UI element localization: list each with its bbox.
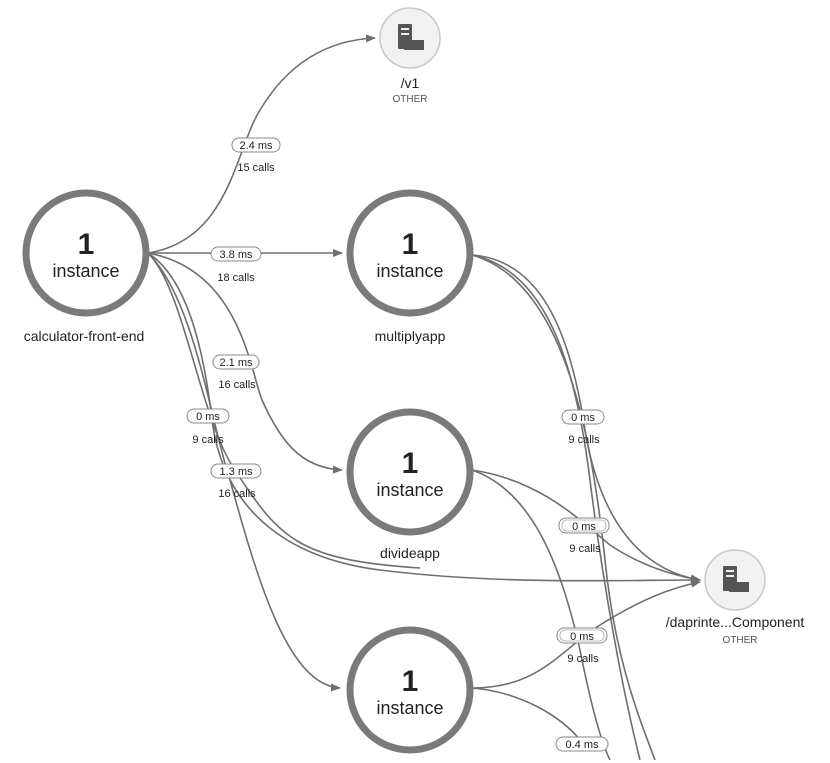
edge-frontend-v1[interactable] [147, 34, 376, 254]
node-divideapp[interactable]: 1 instance divideapp [346, 408, 474, 561]
instance-count: 1 [78, 228, 95, 261]
edge-time: 1.3 ms [219, 466, 253, 478]
external-dapr-component[interactable]: /daprinte...Component OTHER [666, 549, 805, 646]
edge-time: 0.4 ms [565, 739, 599, 751]
external-type: OTHER [393, 94, 428, 105]
edge-calls: 15 calls [237, 162, 275, 174]
external-name: /v1 [401, 75, 420, 91]
edge-calls: 9 calls [192, 434, 224, 446]
edge-multiply-down-a [471, 254, 641, 761]
node-bottom[interactable]: 1 instance [346, 626, 474, 754]
edge-time: 2.1 ms [219, 357, 253, 369]
external-name: /daprinte...Component [666, 614, 805, 630]
node-name: divideapp [380, 545, 440, 561]
edge-label-frontend-dapr[interactable]: 0 ms 9 calls [186, 408, 230, 446]
edge-calls: 9 calls [569, 543, 601, 555]
edge-time: 0 ms [570, 631, 594, 643]
instance-label: instance [52, 261, 119, 281]
node-calculator-front-end[interactable]: 1 instance calculator-front-end [22, 189, 150, 344]
external-type: OTHER [723, 635, 758, 646]
instance-label: instance [376, 698, 443, 718]
node-name: multiplyapp [375, 328, 446, 344]
edge-divide-dapr[interactable] [471, 469, 701, 583]
edge-frontend-bottom[interactable] [147, 252, 341, 692]
edge-bottom-dapr[interactable] [471, 579, 701, 689]
edge-label-divide-dapr[interactable]: 0 ms 9 calls [558, 517, 610, 555]
edge-label-frontend-v1[interactable]: 2.4 ms 15 calls [231, 137, 281, 174]
server-icon [398, 24, 424, 50]
edge-label-bottom-dapr[interactable]: 0 ms 9 calls [556, 627, 608, 665]
edge-time: 3.8 ms [219, 249, 253, 261]
instance-count: 1 [402, 228, 419, 261]
external-v1[interactable]: /v1 OTHER [379, 7, 441, 105]
instance-label: instance [376, 480, 443, 500]
edge-label-frontend-multiply[interactable]: 3.8 ms 18 calls [210, 246, 262, 284]
instance-count: 1 [402, 665, 419, 698]
server-icon [723, 566, 749, 592]
edge-calls: 9 calls [567, 653, 599, 665]
edge-calls: 9 calls [568, 434, 600, 446]
edge-time: 2.4 ms [239, 140, 273, 152]
edge-calls: 18 calls [217, 272, 255, 284]
edge-label-frontend-bottom[interactable]: 1.3 ms 16 calls [210, 463, 262, 500]
node-multiplyapp[interactable]: 1 instance multiplyapp [346, 189, 474, 344]
edge-label-multiply-dapr[interactable]: 0 ms 9 calls [561, 409, 605, 446]
edge-frontend-divide[interactable] [147, 252, 343, 474]
edge-time: 0 ms [196, 411, 220, 423]
edge-calls: 16 calls [218, 379, 256, 391]
edge-bottom-out[interactable] [471, 687, 583, 743]
edge-time: 0 ms [572, 521, 596, 533]
edge-calls: 16 calls [218, 488, 256, 500]
edge-label-frontend-divide[interactable]: 2.1 ms 16 calls [212, 354, 260, 391]
instance-count: 1 [402, 447, 419, 480]
instance-label: instance [376, 261, 443, 281]
edge-divide-down [471, 469, 611, 761]
node-name: calculator-front-end [24, 328, 145, 344]
edge-time: 0 ms [571, 412, 595, 424]
edge-label-bottom-out[interactable]: 0.4 ms [555, 736, 609, 752]
edge-frontend-dapr[interactable] [147, 252, 701, 585]
